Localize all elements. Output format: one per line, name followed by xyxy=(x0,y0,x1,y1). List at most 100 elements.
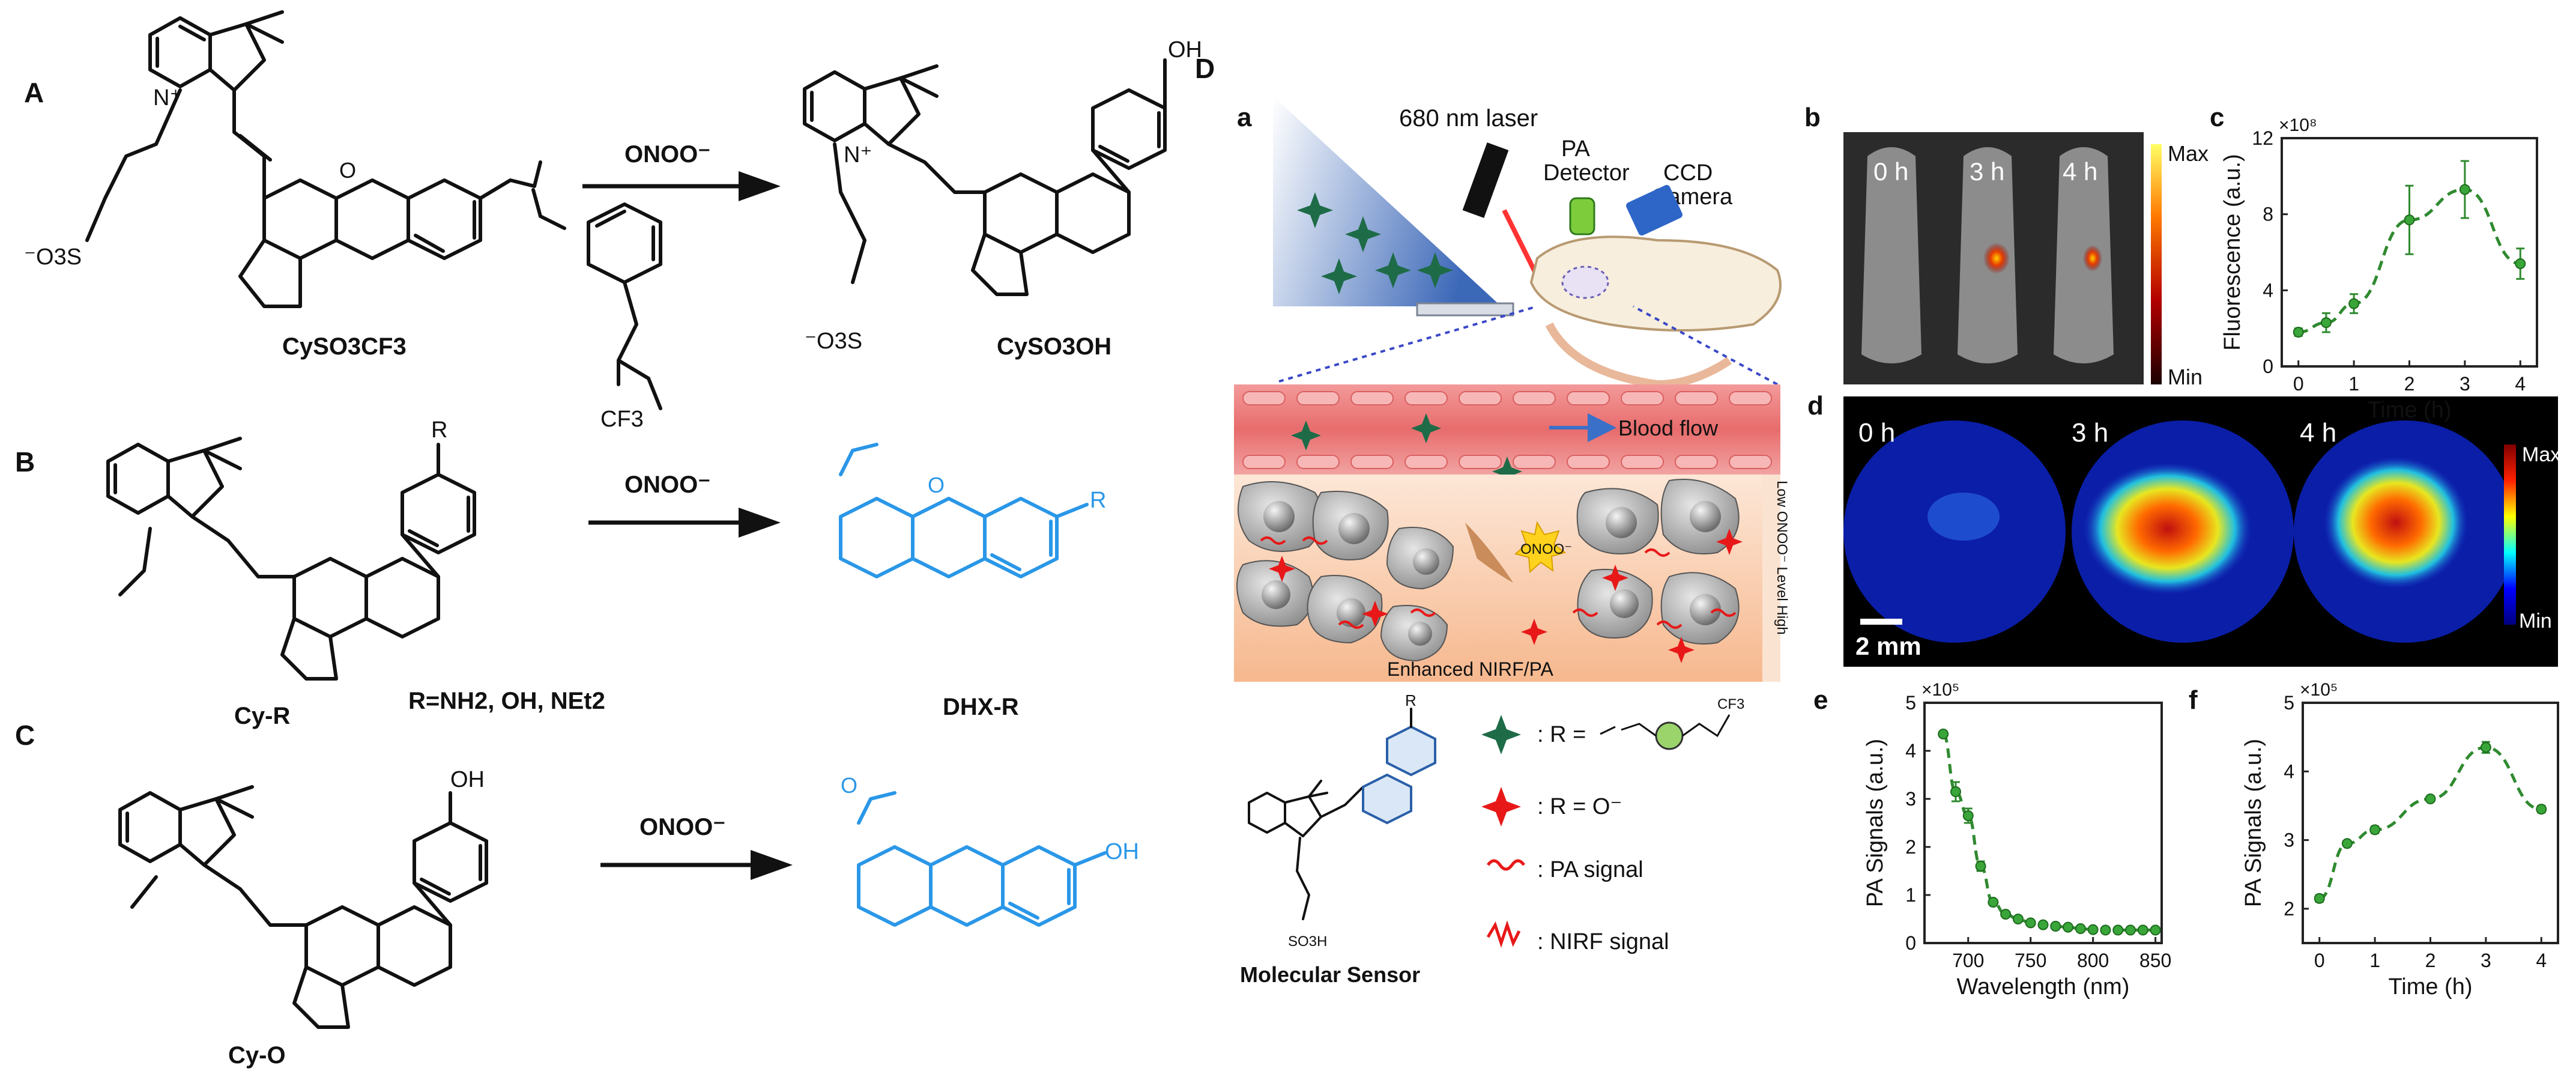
syringe-icon xyxy=(1416,302,1514,317)
reagent-b: ONOO⁻ xyxy=(624,472,710,498)
y-tick-label: 3 xyxy=(1905,788,1916,810)
y-tick-label: 5 xyxy=(1905,692,1916,714)
scheme-c: OH Cy-O ONOO⁻ O OH xyxy=(118,767,1139,1069)
laser-pointer xyxy=(1462,142,1509,218)
y-tick-label: 4 xyxy=(1905,740,1916,762)
data-point xyxy=(1938,729,1949,739)
y-axis-label: Fluorescence (a.u.) xyxy=(2220,154,2245,350)
ketone-chain xyxy=(1682,714,1731,738)
onoo-burst-icon xyxy=(1514,521,1567,574)
x-tick-label: 800 xyxy=(2077,950,2109,971)
red-star-icon xyxy=(1481,787,1521,827)
plot-frame xyxy=(1923,702,2163,944)
pa-colorbar-max: Max xyxy=(2522,443,2560,466)
fl-colorbar-min: Min xyxy=(2168,365,2203,389)
ccd-label: CCD xyxy=(1663,160,1713,186)
y-tick-label: 2 xyxy=(2284,898,2294,920)
panel-label-D: D xyxy=(1195,53,1215,84)
data-point xyxy=(2536,804,2547,815)
dhx-r-o-label: O xyxy=(928,473,945,497)
panel-label-B: B xyxy=(15,446,35,478)
onoo-level-label: Low ONOO⁻ Level High xyxy=(1774,481,1790,635)
panel-a-schematic: 680 nm laser PA Detector CCD Camera xyxy=(1234,96,1790,987)
cyso3cf3-structure xyxy=(85,10,662,410)
fl-time-0h: 0 h xyxy=(1873,157,1908,186)
product-name-a: CySO3OH xyxy=(997,333,1111,360)
laser-label: 680 nm laser xyxy=(1399,105,1538,132)
reagent-a: ONOO⁻ xyxy=(624,141,710,168)
y-tick-label: 8 xyxy=(2263,204,2273,225)
panel-b-images: 0 h 3 h 4 h Max Min xyxy=(1843,132,2209,389)
fluorescence-signal-4h xyxy=(2083,245,2102,272)
axis-multiplier: ×10⁵ xyxy=(2300,680,2338,700)
side-gradient-bar xyxy=(1762,475,1780,682)
r-label-b: R xyxy=(431,417,447,443)
data-point xyxy=(2459,184,2470,195)
x-tick-label: 1 xyxy=(2348,373,2359,395)
x-tick-label: 3 xyxy=(2460,373,2470,395)
pa-time-0h: 0 h xyxy=(1858,418,1895,448)
scheme-b: R Cy-R R=NH2, OH, NEt2 ONOO⁻ O R DHX-R xyxy=(106,417,1106,729)
x-tick-label: 0 xyxy=(2293,373,2304,395)
schematic-legend: : R = CF3 : R = O⁻ : PA signal : NIRF si… xyxy=(1481,696,1744,954)
r-definition: R=NH2, OH, NEt2 xyxy=(408,688,605,714)
detector-label: Detector xyxy=(1543,160,1630,186)
fl-colorbar-max: Max xyxy=(2168,141,2209,166)
y-tick-label: 0 xyxy=(1905,932,1916,954)
enhanced-label: Enhanced NIRF/PA xyxy=(1387,658,1554,680)
x-tick-label: 2 xyxy=(2404,373,2415,395)
pa-colorbar xyxy=(2504,444,2516,625)
laser-cone xyxy=(1273,96,1501,306)
n-plus-label: N⁺ xyxy=(153,85,182,111)
green-star-icon xyxy=(1481,715,1521,754)
nirf-wave-icon xyxy=(1486,920,1521,948)
panel-label-e: e xyxy=(1813,685,1828,715)
y-tick-label: 4 xyxy=(2263,279,2273,301)
data-point xyxy=(2515,258,2526,269)
legend-red-star: : R = O⁻ xyxy=(1537,794,1622,819)
legend-pa-signal: : PA signal xyxy=(1537,857,1643,882)
scheme-a: N⁺ O ⁻O3S CF3 CySO3CF3 ONOO⁻ OH N⁺ xyxy=(24,10,1202,432)
x-tick-label: 0 xyxy=(2314,950,2325,971)
y-tick-label: 0 xyxy=(2263,356,2273,377)
panel-d-images: 0 h 3 h 4 h Max Min 2 mm xyxy=(1843,396,2560,667)
red-stars xyxy=(1269,529,1743,663)
legend-substituent-bond xyxy=(1600,726,1616,735)
tumor-site-icon xyxy=(1561,265,1609,299)
data-point xyxy=(2012,914,2024,924)
fit-curve xyxy=(1941,732,2156,932)
cy-r-structure xyxy=(106,437,476,681)
data-point xyxy=(2137,924,2148,936)
fluorescence-signal-3h xyxy=(1983,243,2010,274)
data-point xyxy=(2000,909,2012,920)
x-axis-label: Wavelength (nm) xyxy=(1957,974,2130,1000)
x-tick-label: 2 xyxy=(2425,950,2436,971)
dhx-r-structure xyxy=(839,443,1089,578)
data-point xyxy=(1950,786,1961,797)
data-point xyxy=(2348,298,2360,309)
onoo-cone xyxy=(1465,523,1513,583)
panel-label-b: b xyxy=(1804,103,1821,132)
product-n-plus: N⁺ xyxy=(844,142,872,168)
reactant-name-b: Cy-R xyxy=(234,703,290,729)
panel-label-d: d xyxy=(1807,391,1824,420)
fl-colorbar xyxy=(2151,144,2162,384)
x-tick-label: 700 xyxy=(1952,950,1984,971)
data-point xyxy=(2150,924,2161,936)
data-point xyxy=(2050,921,2061,932)
y-tick-label: 2 xyxy=(1905,836,1916,858)
pa-wave-icon xyxy=(1486,859,1526,871)
vessel-wall-cells xyxy=(1242,391,1772,469)
data-point xyxy=(2087,924,2099,935)
mouse-illustration xyxy=(1529,235,1782,332)
data-point xyxy=(2480,742,2491,753)
x-axis-label: Time (h) xyxy=(2367,398,2451,423)
r-label-blue: R xyxy=(1090,488,1106,513)
onoo-label: ONOO⁻ xyxy=(1520,541,1572,557)
legend-nirf-signal: : NIRF signal xyxy=(1537,929,1669,954)
data-point xyxy=(2100,924,2111,936)
pa-detector-icon xyxy=(1569,197,1595,235)
data-point xyxy=(2063,921,2074,933)
